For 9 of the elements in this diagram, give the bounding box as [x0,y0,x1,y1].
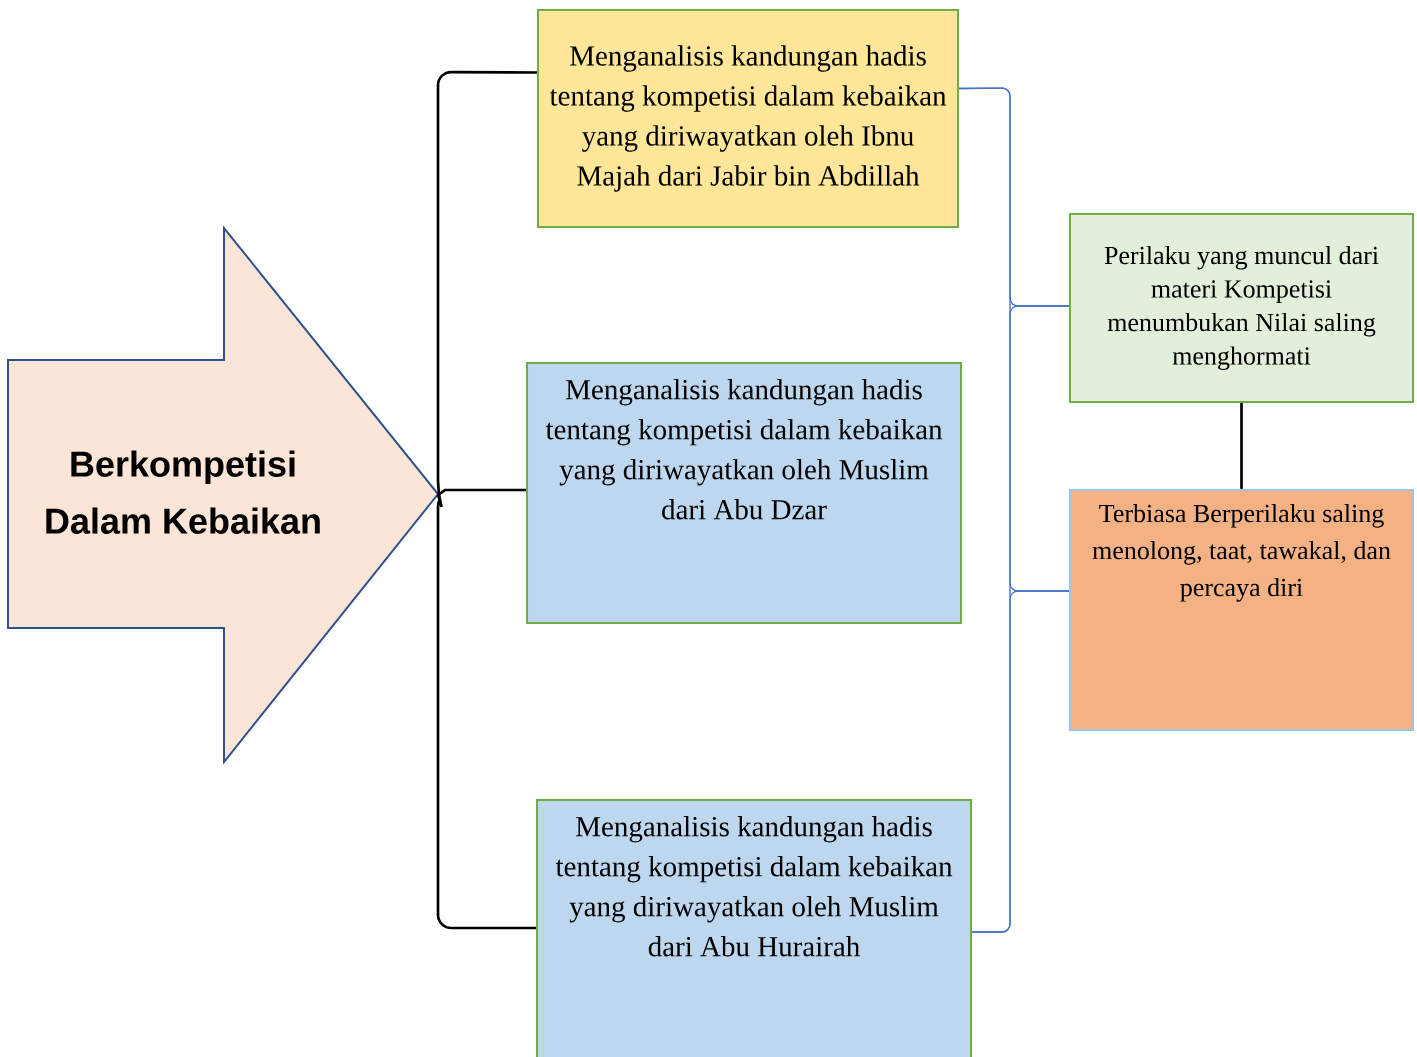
text-box: Perilaku yang muncul dari materi Kompetisi menumbukan Nilai saling menghormati [1069,213,1414,403]
text-box: Menganalisis kandungan hadis tentang kompetisi dalam kebaikan yang diriwayatkan oleh Muslim dari Abu Dzar [526,362,962,624]
connector-line [971,590,1070,933]
text-box: Menganalisis kandungan hadis tentang kompetisi dalam kebaikan yang diriwayatkan oleh Muslim dari Abu Hurairah [536,799,972,1057]
connector-line [1240,403,1243,489]
text-box: Terbiasa Berperilaku saling menolong, taat, tawakal, dan percaya diri [1069,489,1414,731]
connector-line [437,488,526,497]
text-box: Menganalisis kandungan hadis tentang kompetisi dalam kebaikan yang diriwayatkan oleh Ibnu Majah dari Jabir bin Abdillah [537,9,959,228]
connector-line [436,494,536,930]
